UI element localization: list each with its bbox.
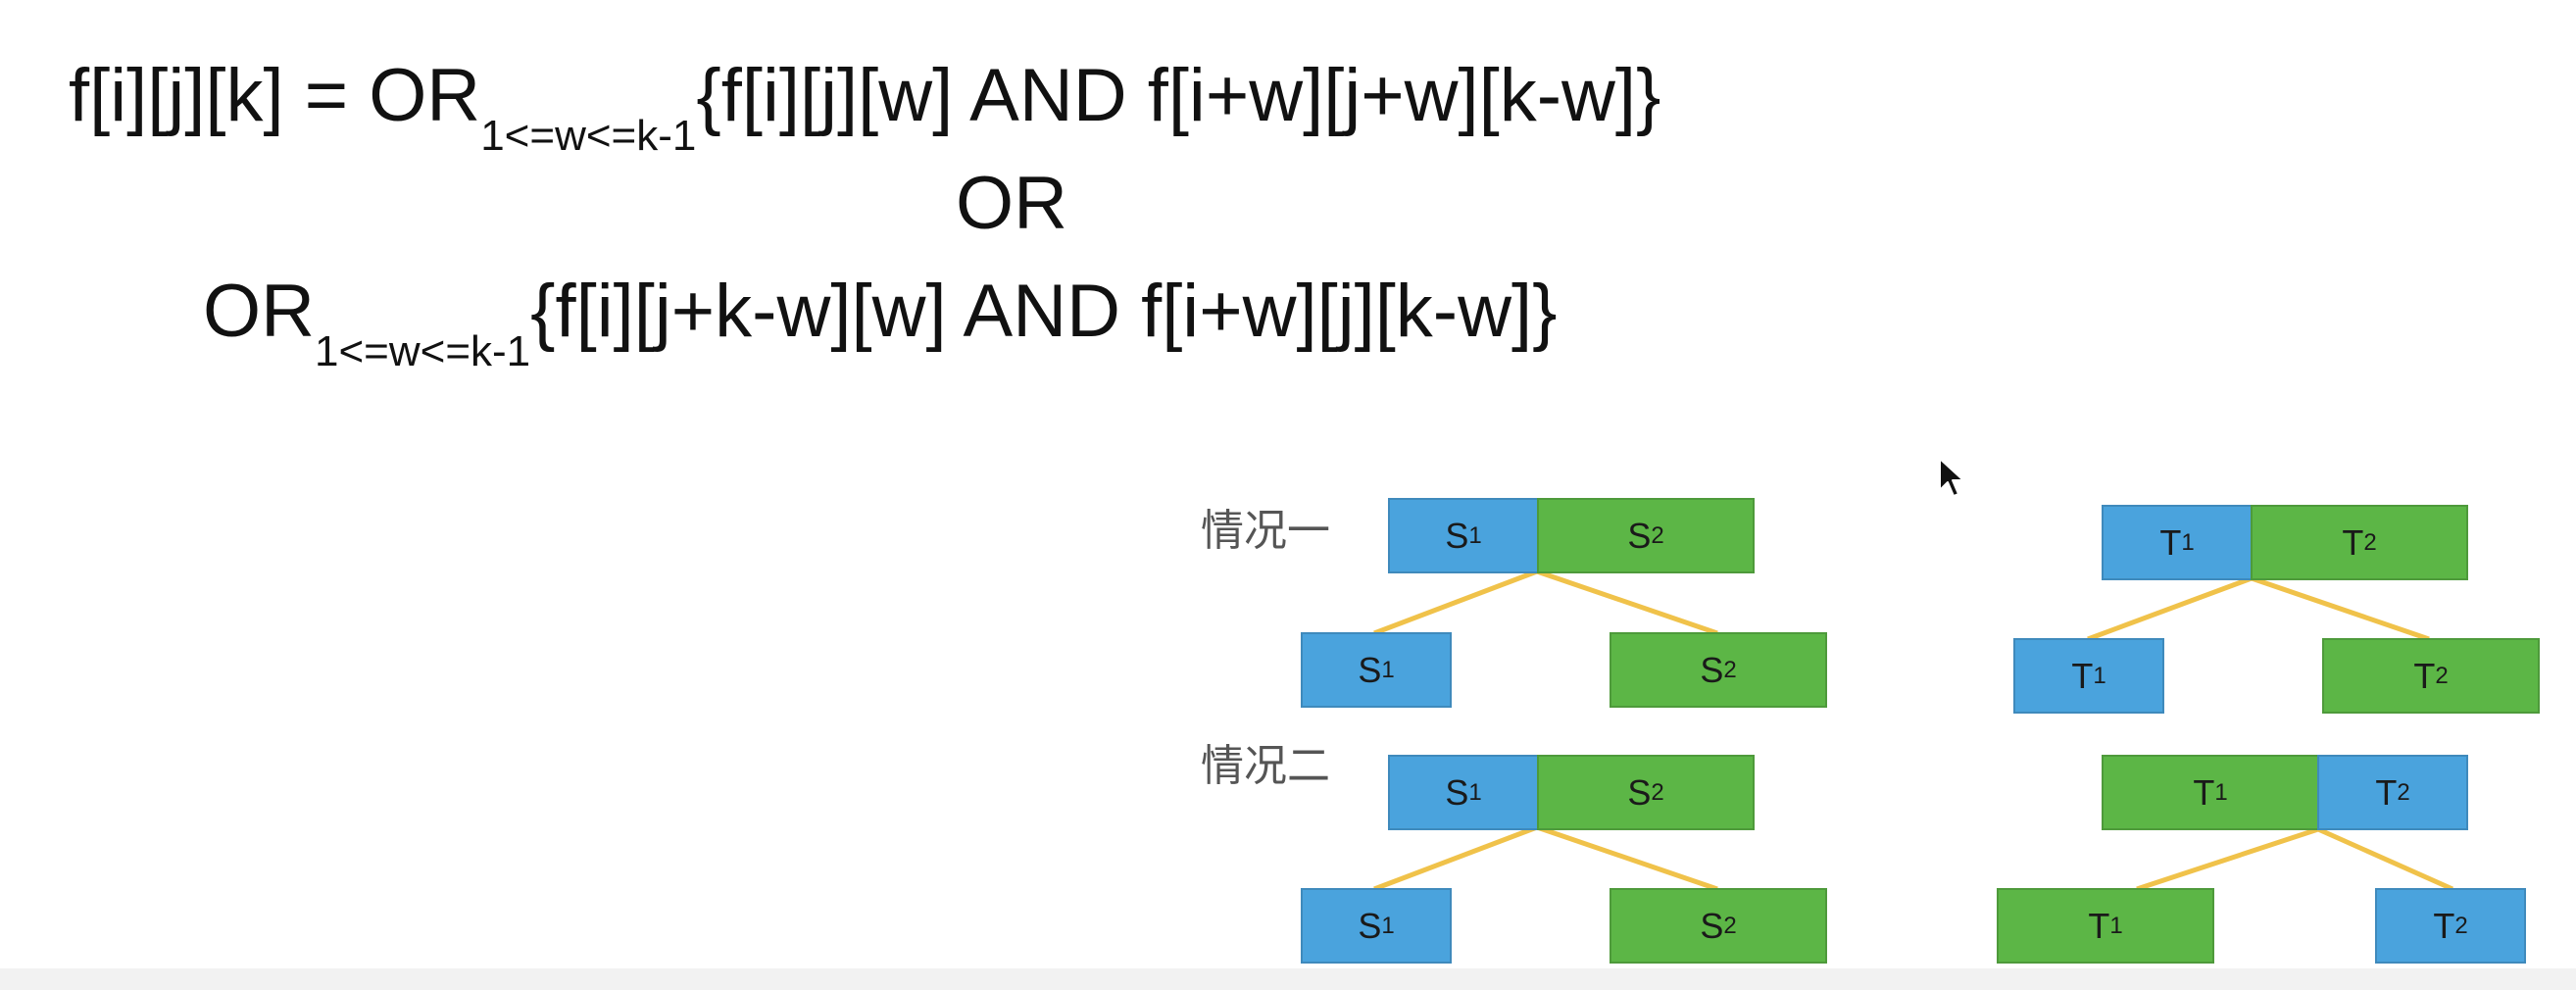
- node-index: 2: [2454, 912, 2468, 939]
- connector-line: [1373, 824, 1538, 892]
- node-index: 1: [2093, 662, 2106, 689]
- node-index: 2: [1723, 912, 1737, 939]
- node-index: 1: [1381, 656, 1395, 683]
- connector-line: [2136, 826, 2319, 892]
- node-index: 2: [1723, 656, 1737, 683]
- connector-line: [1536, 824, 1718, 892]
- node-letter: T: [2433, 905, 2455, 946]
- connector-line: [1373, 569, 1538, 636]
- connector-line: [2316, 826, 2454, 892]
- formula-line-1-rhs: {f[i][j][w] AND f[i+w][j+w][k-w]}: [696, 54, 1661, 137]
- node-index: 2: [2397, 778, 2410, 806]
- node-letter: T: [2088, 905, 2110, 946]
- connector-line: [2087, 575, 2253, 642]
- node-index: 2: [2363, 528, 2377, 556]
- node-letter: T: [2413, 655, 2436, 696]
- node-letter: S: [1445, 515, 1469, 556]
- node-index: 1: [1468, 778, 1482, 806]
- node-index: 1: [1381, 912, 1395, 939]
- node-index: 2: [2435, 662, 2449, 689]
- node-letter: T: [2193, 771, 2215, 813]
- formula-or-operator: OR: [956, 162, 1067, 245]
- node-letter: S: [1358, 649, 1382, 690]
- node-index: 1: [2214, 778, 2228, 806]
- node-letter: T: [2375, 771, 2398, 813]
- case-1-label: 情况一: [1201, 506, 1330, 556]
- formula-line-3-rhs: {f[i][j+k-w][w] AND f[i+w][j][k-w]}: [530, 270, 1558, 353]
- node-letter: S: [1627, 515, 1652, 556]
- formula-line-1-lhs: f[i][j][k] = OR: [69, 54, 481, 137]
- connector-line: [1536, 569, 1718, 636]
- formula-line-1: f[i][j][k] = OR1<=w<=k-1{f[i][j][w] AND …: [69, 59, 1660, 158]
- node-letter: S: [1358, 905, 1382, 946]
- node-letter: S: [1700, 649, 1724, 690]
- formula-line-1-subscript: 1<=w<=k-1: [480, 112, 697, 160]
- node-index: 1: [2181, 528, 2195, 556]
- node-index: 2: [1651, 521, 1664, 549]
- formula-line-3: OR1<=w<=k-1{f[i][j+k-w][w] AND f[i+w][j]…: [203, 274, 1558, 373]
- node-letter: T: [2071, 655, 2094, 696]
- mouse-cursor-icon: [1939, 458, 1964, 497]
- formula-line-3-subscript: 1<=w<=k-1: [315, 327, 531, 375]
- node-letter: S: [1700, 905, 1724, 946]
- case-2-label: 情况二: [1201, 741, 1330, 791]
- formula-line-3-lhs: OR: [203, 270, 315, 353]
- node-letter: T: [2159, 521, 2182, 563]
- node-letter: S: [1445, 771, 1469, 813]
- node-index: 2: [1651, 778, 1664, 806]
- formula-line-2: OR: [956, 167, 1067, 241]
- node-index: 1: [2109, 912, 2123, 939]
- connector-line: [2251, 575, 2430, 642]
- node-letter: S: [1627, 771, 1652, 813]
- node-index: 1: [1468, 521, 1482, 549]
- node-letter: T: [2342, 521, 2364, 563]
- bottom-strip: [0, 968, 2576, 990]
